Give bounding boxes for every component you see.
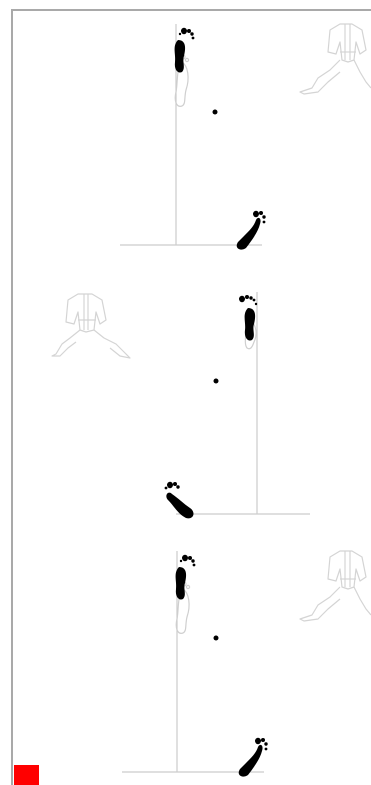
footprint-icon: [239, 295, 257, 341]
footprint-icon: [237, 211, 266, 250]
karate-figure-icon: [300, 24, 371, 94]
footprint-icon: [175, 28, 195, 73]
red-square-marker: [14, 765, 39, 785]
panel-1-svg: [0, 0, 371, 258]
footprint-icon: [239, 738, 268, 777]
footprint-icon: [165, 482, 194, 519]
stance-panel-3: [0, 527, 371, 785]
dot-icon: [214, 379, 219, 384]
stance-panel-1: [0, 0, 371, 258]
panel-3-svg: [0, 527, 371, 785]
footprint-icon: [176, 555, 196, 600]
dot-icon: [213, 110, 218, 115]
stance-panel-2: [0, 258, 371, 516]
panel-2-svg: [0, 258, 371, 516]
karate-figure-icon: [52, 294, 130, 358]
dot-icon: [214, 636, 219, 641]
karate-figure-icon: [300, 551, 371, 621]
